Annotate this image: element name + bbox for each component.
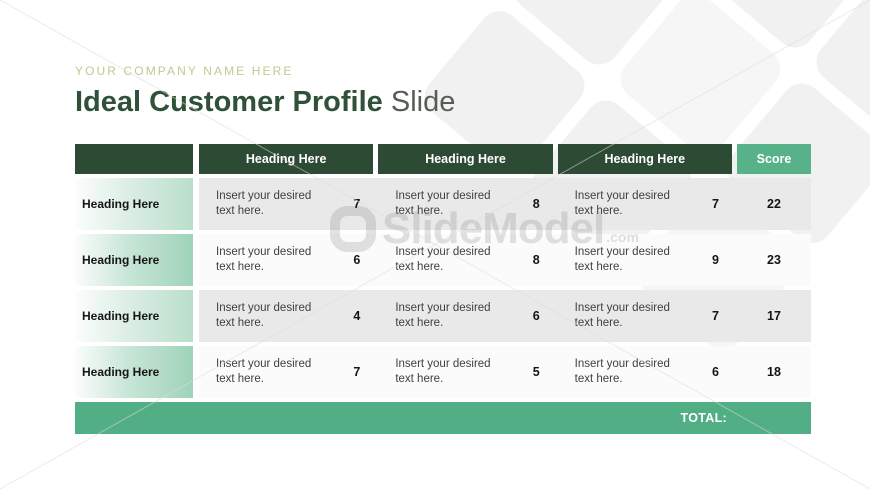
table-header-cell: Heading Here xyxy=(199,144,374,174)
table-row: Heading Here Insert your desired text he… xyxy=(75,290,811,342)
cell-description: Insert your desired text here. xyxy=(395,189,491,217)
table-header-cell: Heading Here xyxy=(378,144,553,174)
cell-value: 7 xyxy=(353,197,361,211)
cell-description: Insert your desired text here. xyxy=(395,357,491,385)
total-label: TOTAL: xyxy=(680,411,727,425)
table-header-row: Heading Here Heading Here Heading Here S… xyxy=(75,144,811,174)
criteria-cell: Insert your desired text here. 7 xyxy=(199,357,373,387)
cell-description: Insert your desired text here. xyxy=(574,301,670,329)
criteria-cell: Insert your desired text here. 8 xyxy=(378,189,552,219)
cell-value: 5 xyxy=(532,365,540,379)
cell-description: Insert your desired text here. xyxy=(395,245,491,273)
cell-description: Insert your desired text here. xyxy=(216,189,312,217)
criteria-cell: Insert your desired text here. 7 xyxy=(558,189,732,219)
row-body-strip: Insert your desired text here. 7 Insert … xyxy=(199,346,811,398)
row-score: 17 xyxy=(767,309,781,323)
table-header-cell: Heading Here xyxy=(557,144,732,174)
score-header-cell: Score xyxy=(736,144,811,174)
cell-value: 7 xyxy=(353,365,361,379)
total-row: TOTAL: xyxy=(75,402,811,434)
cell-description: Insert your desired text here. xyxy=(216,357,312,385)
cell-description: Insert your desired text here. xyxy=(216,301,312,329)
row-heading-cell: Heading Here xyxy=(75,290,193,342)
cell-value: 7 xyxy=(712,197,719,211)
row-body-strip: Insert your desired text here. 7 Insert … xyxy=(199,178,811,230)
criteria-cell: Insert your desired text here. 7 xyxy=(199,189,373,219)
cell-value: 6 xyxy=(532,309,540,323)
table-row: Heading Here Insert your desired text he… xyxy=(75,178,811,230)
page-title: Ideal Customer Profile Slide xyxy=(75,87,455,117)
row-heading-cell: Heading Here xyxy=(75,346,193,398)
cell-value: 9 xyxy=(712,253,719,267)
criteria-cell: Insert your desired text here. 4 xyxy=(199,301,373,331)
cell-value: 6 xyxy=(353,253,361,267)
title-bold-part: Ideal Customer Profile xyxy=(75,86,383,118)
cell-description: Insert your desired text here. xyxy=(574,245,670,273)
criteria-cell: Insert your desired text here. 6 xyxy=(378,301,552,331)
row-body-strip: Insert your desired text here. 6 Insert … xyxy=(199,234,811,286)
row-score: 18 xyxy=(767,365,781,379)
title-light-part: Slide xyxy=(382,86,456,118)
table-row: Heading Here Insert your desired text he… xyxy=(75,234,811,286)
cell-description: Insert your desired text here. xyxy=(395,301,491,329)
criteria-cell: Insert your desired text here. 7 xyxy=(558,301,732,331)
cell-value: 7 xyxy=(712,309,719,323)
icp-score-table: Heading Here Heading Here Heading Here S… xyxy=(75,144,811,434)
table-corner-cell xyxy=(75,144,193,174)
cell-description: Insert your desired text here. xyxy=(574,189,670,217)
criteria-cell: Insert your desired text here. 6 xyxy=(199,245,373,275)
header-block: YOUR COMPANY NAME HERE Ideal Customer Pr… xyxy=(75,64,455,117)
criteria-cell: Insert your desired text here. 6 xyxy=(558,357,732,387)
row-heading-cell: Heading Here xyxy=(75,178,193,230)
criteria-cell: Insert your desired text here. 5 xyxy=(378,357,552,387)
criteria-cell: Insert your desired text here. 9 xyxy=(558,245,732,275)
cell-value: 6 xyxy=(712,365,719,379)
row-heading-cell: Heading Here xyxy=(75,234,193,286)
cell-description: Insert your desired text here. xyxy=(216,245,312,273)
row-score: 22 xyxy=(767,197,781,211)
cell-description: Insert your desired text here. xyxy=(574,357,670,385)
table-row: Heading Here Insert your desired text he… xyxy=(75,346,811,398)
cell-value: 8 xyxy=(532,253,540,267)
header-strip: Heading Here Heading Here Heading Here S… xyxy=(199,144,811,174)
row-body-strip: Insert your desired text here. 4 Insert … xyxy=(199,290,811,342)
criteria-cell: Insert your desired text here. 8 xyxy=(378,245,552,275)
company-name: YOUR COMPANY NAME HERE xyxy=(75,64,294,78)
cell-value: 4 xyxy=(353,309,361,323)
cell-value: 8 xyxy=(532,197,540,211)
row-score: 23 xyxy=(767,253,781,267)
